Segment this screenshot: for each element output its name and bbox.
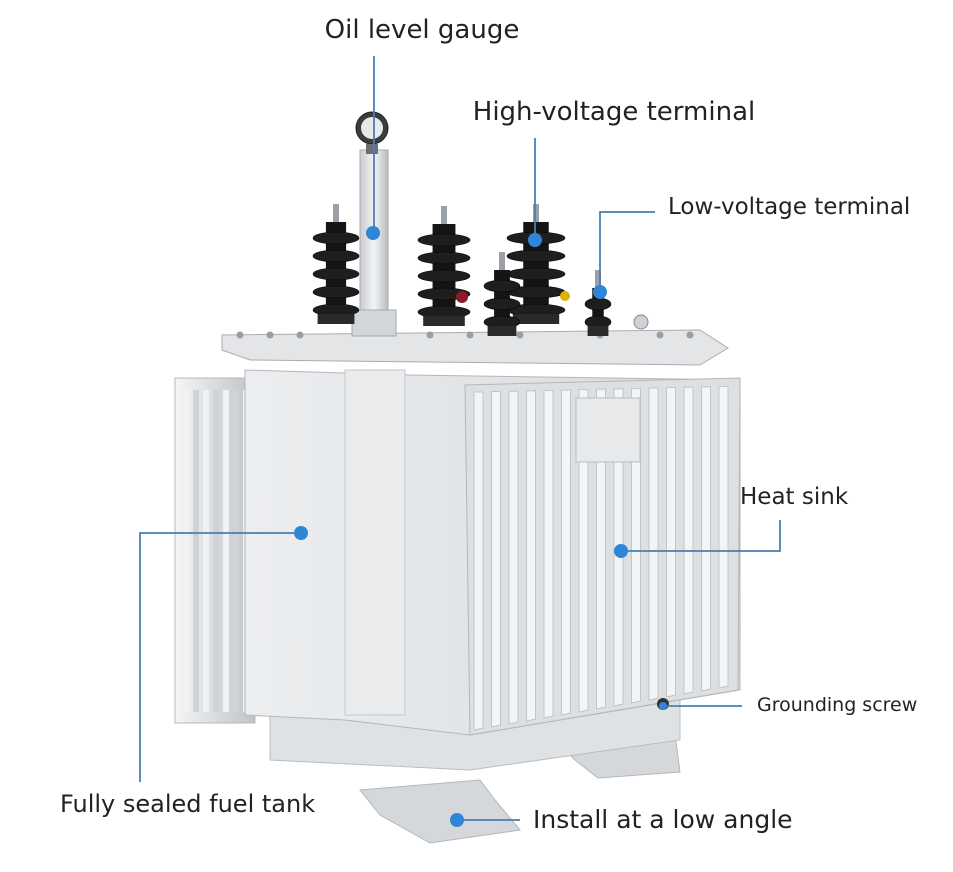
label-fully-sealed-fuel-tank: Fully sealed fuel tank	[60, 790, 315, 818]
fuel-tank-leader	[139, 532, 300, 782]
radiator-fin	[183, 390, 189, 712]
bushings	[312, 204, 612, 336]
label-high-voltage-terminal: High-voltage terminal	[473, 97, 755, 127]
lid-bolt	[656, 331, 664, 339]
grounding-screw-marker	[659, 702, 667, 710]
label-heat-sink: Heat sink	[740, 484, 849, 510]
radiator-fin	[718, 385, 729, 689]
radiator-fin	[666, 387, 676, 698]
bushing	[312, 204, 360, 324]
low-angle-marker	[450, 813, 464, 827]
radiator-fin	[578, 389, 589, 713]
tank-lid	[221, 329, 729, 366]
oil-gauge-marker	[366, 226, 380, 240]
radiator-fin	[526, 390, 536, 722]
high-voltage-marker	[528, 233, 542, 247]
radiator-fin	[473, 391, 484, 731]
radiator-fin	[561, 389, 571, 716]
lid-bolt	[236, 331, 244, 339]
label-grounding-screw: Grounding screw	[757, 694, 917, 716]
radiator-fin	[508, 390, 519, 725]
radiator-fin	[596, 388, 606, 710]
label-oil-level-gauge: Oil level gauge	[325, 15, 520, 45]
nameplate	[575, 397, 641, 463]
lid-bolt	[686, 331, 694, 339]
radiator-fin	[648, 387, 659, 701]
callout-labels: Oil level gauge High-voltage terminal Lo…	[60, 15, 917, 834]
radiator-fin	[223, 390, 229, 712]
heat-sink-leader	[622, 520, 781, 552]
left-radiator-fins	[174, 377, 256, 724]
radiator-fin	[213, 390, 219, 712]
bushing	[506, 204, 566, 324]
lid-bolt	[266, 331, 274, 339]
lid-bolt	[296, 331, 304, 339]
low-voltage-marker	[593, 285, 607, 299]
low-voltage-leader	[599, 211, 655, 288]
radiator-fin	[683, 386, 694, 695]
radiator-fin	[233, 390, 239, 712]
callout-leaders	[139, 56, 781, 827]
bushing	[417, 206, 471, 326]
lid-bolt	[466, 331, 474, 339]
radiator-fin	[491, 391, 501, 728]
radiator-fin	[631, 387, 641, 704]
corner-column	[344, 369, 406, 716]
bushing	[483, 252, 521, 336]
transformer-illustration	[174, 111, 741, 844]
right-radiator-fins	[464, 377, 741, 736]
heat-sink-marker	[614, 544, 628, 558]
radiator-fin	[543, 389, 554, 719]
label-low-voltage-terminal: Low-voltage terminal	[668, 194, 910, 220]
radiator-fin	[203, 390, 209, 712]
label-install-low-angle: Install at a low angle	[533, 805, 793, 834]
bushing	[584, 270, 612, 336]
lid-bolt	[426, 331, 434, 339]
fuel-tank-marker	[294, 526, 308, 540]
radiator-fin	[701, 386, 711, 692]
lid-bolt	[516, 331, 524, 339]
radiator-fin	[193, 390, 199, 712]
